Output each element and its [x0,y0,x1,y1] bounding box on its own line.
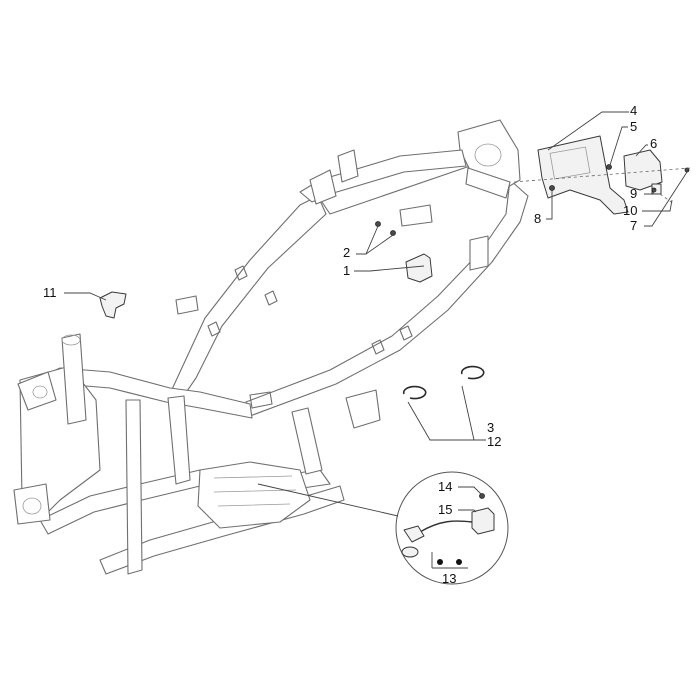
plate-bracket-window [549,146,591,180]
leader-2b [365,234,394,255]
callout-14: 14 [438,479,452,494]
callout-7: 7 [630,218,637,233]
callout-13: 13 [442,571,456,586]
leader-7 [644,171,688,227]
frame-rear-mount [13,483,51,525]
leader-13 [431,552,468,569]
leader-5 [609,126,628,166]
callout-labels: 1 2 3 4 5 6 7 8 9 10 11 12 13 14 15 [43,103,657,586]
part-8-washer[interactable] [549,185,555,191]
part-2-screw-b[interactable] [390,230,396,236]
callout-10: 10 [623,203,637,218]
scooter-frame [13,119,529,575]
headstock-bore [474,143,502,167]
part-13-connector[interactable] [403,525,425,543]
part-15-relay[interactable] [471,507,495,535]
leader-10 [642,199,673,212]
frame-mid-bracket [399,204,433,227]
part-14-screw[interactable] [479,493,485,499]
part-13-marker-b [456,559,462,565]
detail-circle [395,471,509,585]
callout-9: 9 [630,186,637,201]
leader-8 [546,190,553,220]
frame-top-tube [299,149,467,203]
frame-right-rail [245,179,529,417]
part-12-clamp[interactable] [402,385,427,400]
frame-cross-tube [465,167,511,199]
leader-lines [64,111,688,569]
frame-left-rail [167,195,327,405]
frame-upper-bracket-b [337,149,359,183]
callout-4: 4 [630,103,637,118]
frame-post-b [167,395,191,485]
part-1-bracket[interactable] [405,253,433,283]
frame-post-a [125,399,143,575]
rear-mount-bore [22,497,42,515]
relay-wiring [419,520,473,533]
part-4-plate-bracket[interactable] [537,135,629,215]
shock-tower-top [61,334,81,346]
frame-tabs [207,265,413,355]
frame-engine-mount [197,461,311,529]
callout-6: 6 [650,136,657,151]
callout-5: 5 [630,119,637,134]
part-7-screw[interactable] [684,167,690,173]
part-2-screw-a[interactable] [375,221,381,227]
frame-left-bracket [17,371,57,411]
part-5-screw[interactable] [606,164,612,170]
callout-8: 8 [534,211,541,226]
part-11-lock[interactable] [99,291,127,319]
leader-2a [356,225,379,255]
callout-2: 2 [343,245,350,260]
leader-14 [458,486,482,495]
callout-11: 11 [43,285,57,300]
leader-11 [64,292,107,301]
callout-3: 3 [487,420,494,435]
part-13-marker-a [437,559,443,565]
frame-upper-bracket-a [309,169,337,205]
detail-pointer [257,483,399,517]
leader-9 [644,189,657,195]
leader-3 [461,385,486,441]
leader-1 [354,265,425,272]
leader-12 [407,401,486,441]
left-bracket-bore [32,385,48,399]
frame-right-gusset [469,235,489,271]
part-13-grommet[interactable] [401,546,419,558]
part-3-clamp[interactable] [460,365,485,380]
callout-1: 1 [343,263,350,278]
callout-15: 15 [438,502,452,517]
engine-mount-ribs [213,475,297,507]
frame-plate-bracket [345,389,381,429]
leader-4 [547,111,629,151]
frame-small-plates [175,295,273,409]
leader-15 [458,509,477,513]
leader-6 [635,144,648,157]
callout-12: 12 [487,434,501,449]
part-6-bracket-body[interactable] [623,149,663,191]
frame-post-c [291,407,323,475]
